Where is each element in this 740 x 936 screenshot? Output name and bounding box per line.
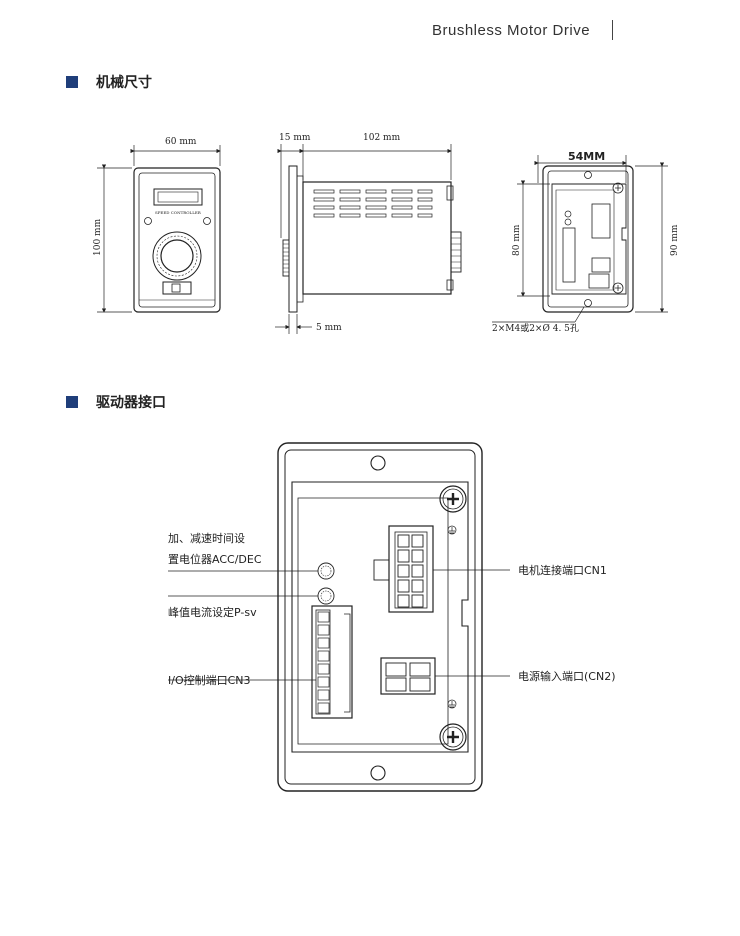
section-title-interface: 驱动器接口 [96,395,166,411]
back-inner-height-dimension: 80 mm [512,224,522,256]
header-divider [612,20,613,40]
callout-motor-port: 电机连接端口CN1 [518,563,607,577]
back-width-dimension: 54MM [568,150,605,163]
interface-drawing [277,442,483,792]
side-depth-dimension: 102 mm [363,133,401,143]
document-header-title: Brushless Motor Drive [432,22,591,39]
front-panel-label: SPEED CONTROLLER [155,210,202,215]
callout-io-port: I/O控制端口CN3 [168,673,251,687]
front-height-dimension: 100 mm [93,218,103,256]
mounting-hole-note: 2×M4或2×Ø 4. 5孔 [492,322,579,334]
callout-leader-lines [168,569,510,681]
section-title-mechanical: 机械尺寸 [96,75,152,91]
callout-peak-current: 峰值电流设定P-sv [168,605,257,619]
section-marker-interface [66,396,78,408]
section-marker-mechanical [66,76,78,88]
callout-acc-dec-line2: 置电位器ACC/DEC [168,552,262,566]
callout-power-port: 电源输入端口(CN2) [518,669,616,683]
side-bottom-dimension: 5 mm [316,323,342,333]
front-view-drawing [133,167,221,313]
side-front-dimension: 15 mm [279,133,311,143]
back-view-drawing [542,165,634,313]
callout-acc-dec-line1: 加、减速时间设 [168,532,245,545]
front-width-dimension: 60 mm [165,137,197,147]
side-dimension-lines [275,144,452,334]
front-dimension-lines [97,145,221,313]
back-outer-height-dimension: 90 mm [670,224,680,256]
back-dimension-lines [492,155,668,323]
side-view-drawing [282,165,462,313]
